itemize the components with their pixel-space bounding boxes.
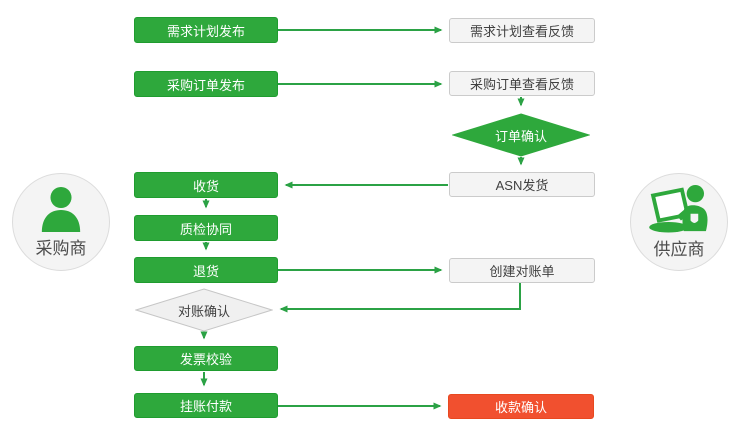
node-quality-inspection-collab: 质检协同 bbox=[134, 215, 278, 241]
node-asn-ship: ASN发货 bbox=[449, 172, 595, 197]
node-purchase-order-view-feedback: 采购订单查看反馈 bbox=[449, 71, 595, 96]
diamond-order-confirm: 订单确认 bbox=[452, 113, 590, 157]
person-laptop-icon bbox=[649, 184, 708, 233]
actor-buyer: 采购商 bbox=[12, 173, 110, 271]
actor-buyer-label: 采购商 bbox=[35, 239, 87, 258]
node-purchase-order-publish: 采购订单发布 bbox=[134, 71, 278, 97]
diamond-shape bbox=[452, 113, 590, 157]
node-book-payment: 挂账付款 bbox=[134, 393, 278, 418]
actor-supplier: 供应商 bbox=[630, 173, 728, 271]
actor-supplier-label: 供应商 bbox=[653, 240, 705, 259]
diamond-shape bbox=[135, 288, 273, 332]
node-create-statement: 创建对账单 bbox=[449, 258, 595, 283]
person-icon bbox=[41, 186, 81, 232]
diamond-statement-confirm-label: 对账确认 bbox=[177, 303, 230, 319]
node-receive-goods: 收货 bbox=[134, 172, 278, 198]
node-return-goods: 退货 bbox=[134, 257, 278, 283]
node-payment-receive-confirm: 收款确认 bbox=[448, 394, 594, 419]
arrow-statement-to-confirm bbox=[279, 283, 521, 313]
diamond-statement-confirm: 对账确认 bbox=[135, 288, 273, 332]
node-invoice-verify: 发票校验 bbox=[134, 346, 278, 371]
node-demand-plan-view-feedback: 需求计划查看反馈 bbox=[449, 18, 595, 43]
diamond-order-confirm-label: 订单确认 bbox=[494, 128, 547, 144]
node-demand-plan-publish: 需求计划发布 bbox=[134, 17, 278, 43]
